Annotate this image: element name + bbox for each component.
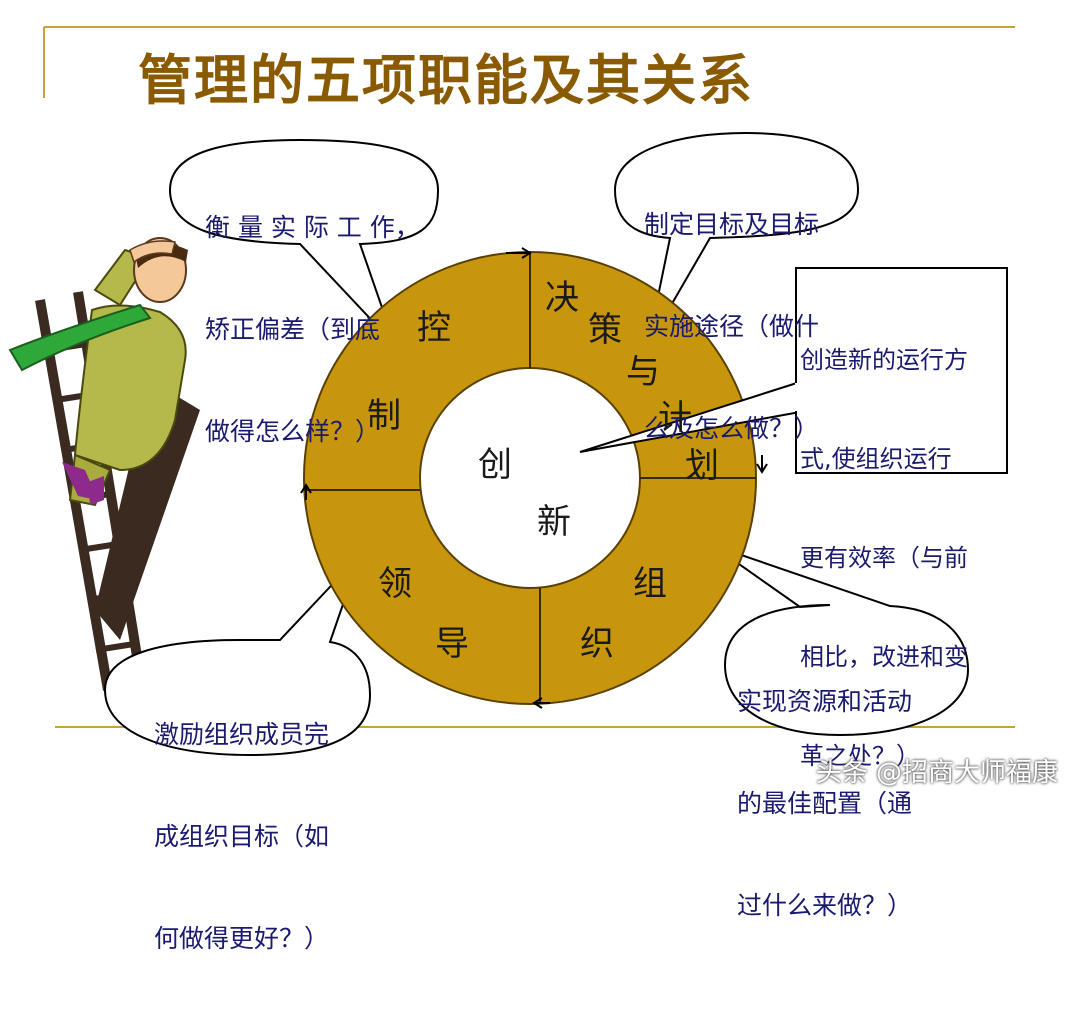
ring-inner (419, 367, 641, 589)
center-innovation-char-2: 新 (537, 502, 571, 542)
organizing-bubble (711, 544, 970, 737)
slide: 管理的五项职能及其关系 (8, 26, 1058, 953)
leading-bubble (103, 554, 372, 757)
ring-planning-char-2: 策 (588, 310, 622, 350)
ring-planning-char-5: 划 (685, 446, 719, 486)
ring-control-char-1: 控 (417, 308, 451, 348)
functions-diagram (8, 131, 1008, 757)
arrow-left (300, 483, 312, 500)
planning-bubble (613, 131, 860, 346)
planning-bubble-text: 制定目标及目标 实施途径（做什 么及怎么做？） (644, 210, 820, 443)
ring-control-char-2: 制 (367, 396, 401, 436)
arrow-top (506, 247, 532, 259)
page-title: 管理的五项职能及其关系 (138, 49, 754, 112)
leading-bubble-text: 激励组织成员完 成组织目标（如 何做得更好？） (154, 720, 330, 953)
control-bubble (168, 138, 440, 346)
center-innovation-char-1: 创 (478, 445, 512, 485)
innovation-callout-box (795, 267, 1008, 474)
ring-organizing-char-2: 织 (580, 624, 614, 664)
control-bubble-text: 衡 量 实 际 工 作， 矫正偏差（到底 做得怎么样？） (205, 213, 420, 446)
businessman-on-ladder-illustration (8, 237, 200, 691)
watermark: 头条 @招商大师福康 (815, 758, 1058, 788)
innovation-callout-text: 创造新的运行方 式,使组织运行 更有效率（与前 相比，改进和变 革之处？） (800, 346, 968, 770)
ring-planning-char-3: 与 (626, 352, 660, 392)
ring-planning-char-4: 计 (658, 398, 692, 438)
ring-organizing-char-1: 组 (633, 564, 667, 604)
arrow-bottom (532, 697, 550, 709)
functions-ring (300, 247, 768, 709)
organizing-bubble-text: 实现资源和活动 的最佳配置（通 过什么来做？） (737, 687, 913, 920)
arrow-right (756, 455, 768, 474)
ring-planning-char-1: 决 (545, 278, 579, 318)
ring-leading-char-1: 领 (378, 564, 412, 604)
ring-leading-char-2: 导 (435, 624, 469, 664)
